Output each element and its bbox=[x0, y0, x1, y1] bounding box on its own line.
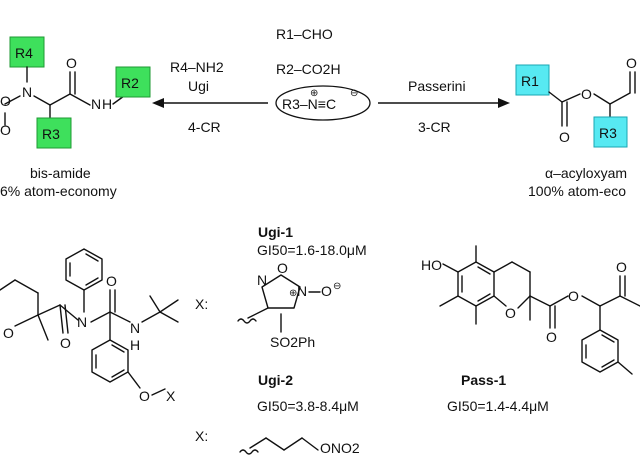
furoxan-o-top: O bbox=[277, 260, 288, 276]
pass-ho-label: HO bbox=[421, 257, 442, 273]
passerini-type-label: 3-CR bbox=[418, 119, 451, 135]
pass-carbonyl-o: O bbox=[546, 329, 557, 345]
isocyanide-oval bbox=[275, 85, 371, 121]
acyloxyamide-economy: 100% atom-eco bbox=[528, 183, 626, 199]
ugi-carbonyl-o1: O bbox=[60, 335, 71, 351]
ugi1-block: Ugi-1 GI50=1.6-18.0μM X: N O N ⊕ O ⊖ SO2… bbox=[195, 224, 367, 350]
acyl-o-amide: O bbox=[626, 55, 637, 71]
furoxan-o-minus: O bbox=[321, 283, 332, 299]
nitrate-label: ONO2 bbox=[320, 440, 360, 456]
acyloxyamide-name: α–acyloxyam bbox=[545, 165, 627, 181]
isocyanide-minus-charge: ⊖ bbox=[350, 88, 358, 99]
left-nh-h: H bbox=[102, 96, 112, 112]
ugi-nh-n: N bbox=[130, 320, 140, 336]
pass1-gi50: GI50=1.4-4.4μM bbox=[447, 398, 549, 414]
ugi-name-label: Ugi bbox=[188, 78, 209, 94]
ugi-amide-n: N bbox=[77, 314, 87, 330]
left-amide-n: N bbox=[22, 84, 32, 100]
ugi-arrow: R4–NH2 Ugi 4-CR bbox=[152, 59, 268, 135]
r2-label: R2 bbox=[121, 75, 139, 91]
r3-label-right: R3 bbox=[599, 125, 617, 141]
ugi-carbonyl-o2: O bbox=[106, 273, 117, 289]
ugi-reagent-label: R4–NH2 bbox=[170, 59, 224, 75]
ugi2-block: Ugi-2 GI50=3.8-8.4μM X: ONO2 bbox=[195, 372, 360, 456]
pass-amide-o: O bbox=[616, 259, 627, 275]
ugi-compound-structure: O O N O N H O X bbox=[0, 248, 179, 404]
reagents-block: R1–CHO R2–CO2H R3–N≡C ⊕ ⊖ bbox=[275, 26, 371, 121]
left-nh-n: N bbox=[91, 96, 101, 112]
ugi-nh-h: H bbox=[130, 337, 140, 353]
passerini-name-label: Passerini bbox=[408, 78, 466, 94]
bis-amide-economy: 6% atom-economy bbox=[0, 183, 117, 199]
r1-label: R1 bbox=[521, 73, 539, 89]
passerini-arrow: Passerini 3-CR bbox=[378, 78, 510, 135]
bis-amide-structure: R4 N O O R3 O N H R2 bis-amide 6% atom-e… bbox=[0, 36, 151, 199]
bis-amide-name: bis-amide bbox=[30, 165, 91, 181]
ugi-aryl-o: O bbox=[139, 388, 150, 404]
furoxan-minus-charge: ⊖ bbox=[333, 281, 341, 292]
furoxan-n-top: N bbox=[257, 272, 267, 288]
isocyanide-plus-charge: ⊕ bbox=[310, 88, 318, 99]
furoxan-so2ph: SO2Ph bbox=[270, 334, 315, 350]
pass1-structure: HO O O O O Pass bbox=[421, 245, 640, 414]
ugi1-gi50: GI50=1.6-18.0μM bbox=[257, 242, 367, 258]
left-amide-o: O bbox=[66, 55, 77, 71]
x-label-1: X: bbox=[195, 296, 208, 312]
ugi2-gi50: GI50=3.8-8.4μM bbox=[257, 398, 359, 414]
ugi-type-label: 4-CR bbox=[188, 119, 221, 135]
pass1-name: Pass-1 bbox=[461, 372, 506, 388]
acyl-o-carbonyl: O bbox=[559, 129, 570, 145]
left-carbonyl-o: O bbox=[0, 93, 11, 109]
furoxan-n-plus: N bbox=[297, 283, 307, 299]
pass-ring-o: O bbox=[505, 305, 516, 321]
ugi1-name: Ugi-1 bbox=[258, 224, 293, 240]
pass-ester-o: O bbox=[568, 288, 579, 304]
isocyanide-label: R3–N≡C bbox=[282, 96, 336, 112]
acyl-o-ester: O bbox=[581, 86, 592, 102]
x-label-2: X: bbox=[195, 428, 208, 444]
ugi2-name: Ugi-2 bbox=[258, 372, 293, 388]
furoxan-plus-charge: ⊕ bbox=[289, 288, 297, 299]
r3-label-left: R3 bbox=[42, 126, 60, 142]
acid-label: R2–CO2H bbox=[276, 61, 341, 77]
acyloxyamide-structure: R1 O O R3 O α–acyloxyam 100% atom-eco bbox=[515, 55, 637, 199]
left-carbonyl-o2: O bbox=[0, 122, 11, 138]
ugi-x-label: X bbox=[166, 388, 176, 404]
aldehyde-label: R1–CHO bbox=[276, 26, 333, 42]
ugi-ring-o: O bbox=[3, 325, 14, 341]
r4-label: R4 bbox=[15, 45, 33, 61]
